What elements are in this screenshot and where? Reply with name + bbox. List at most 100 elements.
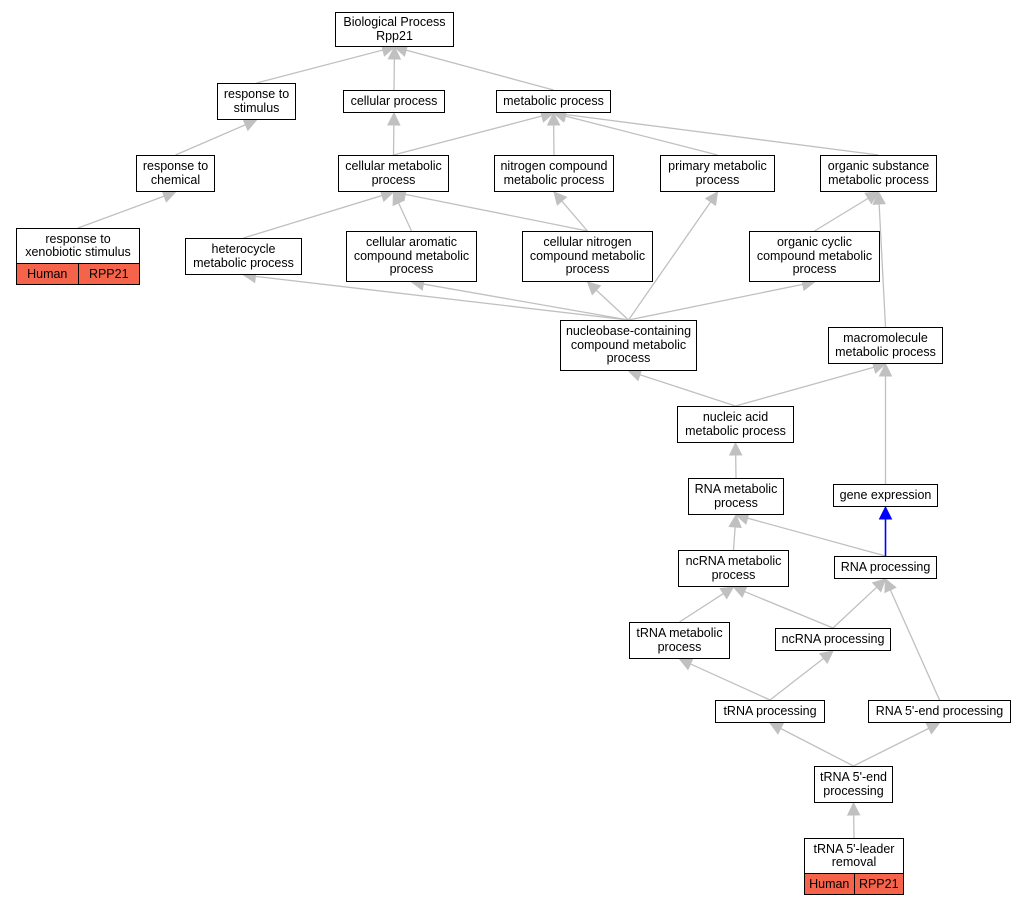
edge-nucbase-to-prim: [627, 201, 712, 321]
go-term-node-ncrnameta[interactable]: ncRNA metabolic process: [678, 550, 789, 587]
annotation-gene: RPP21: [77, 264, 140, 284]
edge-org-to-meta: [565, 113, 879, 156]
arrowhead-orgcyc-to-org: [864, 191, 880, 205]
go-term-node-rnaproc[interactable]: RNA processing: [834, 556, 937, 579]
go-term-label: RNA 5'-end processing: [875, 703, 1004, 718]
arrowhead-cell-to-bp: [387, 45, 402, 60]
go-term-label: ncRNA metabolic process: [685, 554, 782, 582]
go-term-node-nucacid[interactable]: nucleic acid metabolic process: [677, 406, 794, 443]
arrowhead-geneexp-to-macro: [878, 362, 893, 377]
go-term-label: tRNA 5'-leader removal: [813, 841, 895, 869]
edge-cellmeta-to-meta: [393, 115, 543, 156]
go-term-node-ncrnaproc[interactable]: ncRNA processing: [775, 628, 891, 651]
go-term-node-arom[interactable]: cellular aromatic compound metabolic pro…: [346, 231, 477, 282]
go-term-node-bp[interactable]: Biological Process Rpp21: [335, 12, 454, 47]
go-term-node-nitro[interactable]: nitrogen compound metabolic process: [494, 155, 614, 192]
edge-arom-to-cellmeta: [397, 202, 413, 232]
edge-hetero-to-cellmeta: [243, 194, 383, 239]
edge-nucacid-to-nucbase: [639, 374, 736, 407]
go-term-label: heterocycle metabolic process: [193, 242, 294, 270]
go-term-node-chem[interactable]: response to chemical: [136, 155, 215, 192]
go-term-label: cellular metabolic process: [345, 159, 442, 187]
arrowhead-trnaproc-to-ncrnaproc: [818, 650, 834, 665]
go-term-node-macro[interactable]: macromolecule metabolic process: [828, 327, 943, 364]
edge-ncrnaproc-to-ncrnameta: [744, 590, 834, 629]
edge-rnaproc-to-rnameta: [747, 517, 886, 557]
arrowhead-xeno-to-chem: [161, 189, 177, 203]
go-term-label: macromolecule metabolic process: [835, 331, 936, 359]
go-term-node-trnameta[interactable]: tRNA metabolic process: [629, 622, 730, 659]
arrowhead-trnameta-to-ncrnameta: [719, 586, 735, 600]
go-term-label: cellular process: [350, 93, 438, 108]
edge-trna5-to-trnaproc: [780, 727, 854, 767]
annotation-row: Human RPP21: [17, 263, 139, 284]
go-term-label: nucleic acid metabolic process: [685, 410, 786, 438]
go-term-node-rnameta[interactable]: RNA metabolic process: [688, 478, 784, 515]
edges-layer: [77, 43, 941, 839]
arrowhead-chem-to-resp: [242, 118, 258, 132]
go-term-label: tRNA metabolic process: [636, 626, 723, 654]
go-term-node-prim[interactable]: primary metabolic process: [660, 155, 775, 192]
go-term-label: gene expression: [839, 487, 932, 502]
go-term-label: response to xenobiotic stimulus: [25, 231, 131, 259]
go-term-label: cellular aromatic compound metabolic pro…: [353, 235, 470, 277]
go-term-node-orgcyc[interactable]: organic cyclic compound metabolic proces…: [749, 231, 880, 282]
edge-meta-to-bp: [405, 49, 554, 91]
annotation-gene: RPP21: [853, 874, 904, 894]
arrowhead-ncrnameta-to-rnameta: [728, 513, 742, 528]
arrowhead-rnameta-to-nucacid: [728, 441, 743, 456]
edge-trnameta-to-ncrnameta: [679, 592, 724, 623]
arrowhead-leader-to-trna5: [846, 801, 861, 816]
go-term-node-resp[interactable]: response to stimulus: [217, 83, 296, 120]
go-term-node-geneexp[interactable]: gene expression: [833, 484, 938, 507]
edge-cellnitro-to-nitro: [561, 200, 588, 232]
arrowhead-trnaproc-to-trnameta: [678, 657, 694, 671]
go-term-label: ncRNA processing: [781, 631, 885, 646]
arrowhead-ncrnaproc-to-rnaproc: [871, 578, 887, 593]
go-term-node-cellnitro[interactable]: cellular nitrogen compound metabolic pro…: [522, 231, 653, 282]
edge-cellnitro-to-cellmeta: [405, 193, 588, 232]
arrowhead-ncrnaproc-to-ncrnameta: [732, 585, 748, 599]
arrowhead-rna5-to-rnaproc: [884, 577, 897, 594]
go-term-node-org[interactable]: organic substance metabolic process: [820, 155, 937, 192]
annotation-species: Human: [27, 267, 68, 281]
go-term-label: tRNA processing: [723, 703, 817, 718]
go-term-node-trna5[interactable]: tRNA 5'-end processing: [814, 766, 893, 803]
go-term-node-nucbase[interactable]: nucleobase-containing compound metabolic…: [560, 320, 697, 371]
arrowhead-rnaproc-to-geneexp: [878, 505, 893, 520]
annotation-species: Human: [809, 877, 850, 891]
edge-prim-to-meta: [564, 115, 718, 156]
edge-trnaproc-to-trnameta: [690, 663, 771, 701]
go-term-node-cell[interactable]: cellular process: [343, 90, 445, 113]
go-term-node-trnaproc[interactable]: tRNA processing: [715, 700, 825, 723]
edge-chem-to-resp: [175, 124, 246, 156]
edge-macro-to-org: [878, 203, 887, 328]
go-term-label: organic cyclic compound metabolic proces…: [756, 235, 873, 277]
arrowhead-trna5-to-trnaproc: [769, 722, 785, 735]
edge-ncrnaproc-to-rnaproc: [832, 586, 878, 629]
arrowhead-nucbase-to-cellnitro: [586, 281, 602, 296]
edge-nucbase-to-arom: [423, 283, 629, 321]
edge-resp-to-bp: [256, 49, 384, 84]
go-term-node-hetero[interactable]: heterocycle metabolic process: [185, 238, 302, 275]
go-term-label: nitrogen compound metabolic process: [500, 159, 608, 187]
arrowhead-macro-to-org: [872, 190, 886, 205]
go-term-label: cellular nitrogen compound metabolic pro…: [529, 235, 646, 277]
edge-rna5-to-rnaproc: [889, 589, 941, 701]
edge-nucbase-to-cellnitro: [595, 289, 629, 321]
arrowhead-cellnitro-to-nitro: [553, 191, 568, 206]
edge-xeno-to-chem: [77, 195, 165, 229]
go-term-label: Biological Process Rpp21: [343, 15, 446, 43]
go-term-label: organic substance metabolic process: [827, 159, 930, 187]
edge-ncrnameta-to-rnameta: [732, 526, 736, 551]
edge-trna5-to-rna5: [853, 727, 930, 767]
arrowhead-nitro-to-meta: [546, 111, 561, 126]
go-term-node-cellmeta[interactable]: cellular metabolic process: [338, 155, 449, 192]
go-term-node-rna5[interactable]: RNA 5'-end processing: [868, 700, 1011, 723]
go-term-node-meta[interactable]: metabolic process: [496, 90, 611, 113]
go-term-label: metabolic process: [503, 93, 604, 108]
